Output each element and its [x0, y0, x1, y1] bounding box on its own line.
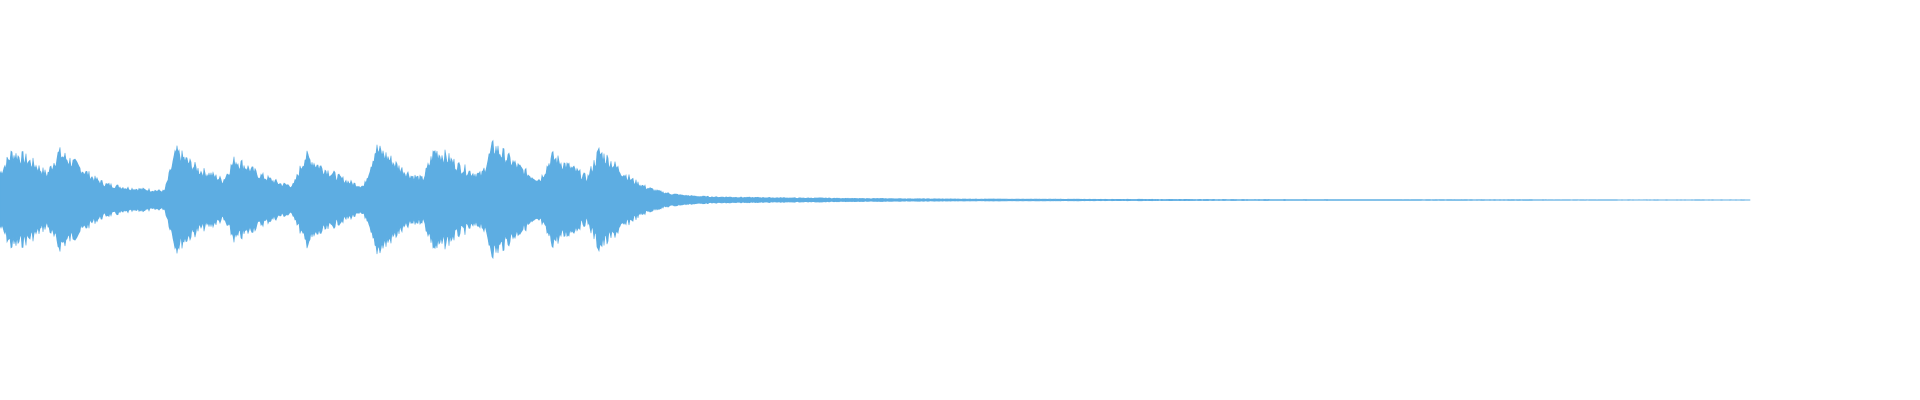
waveform-shape	[0, 139, 1751, 260]
